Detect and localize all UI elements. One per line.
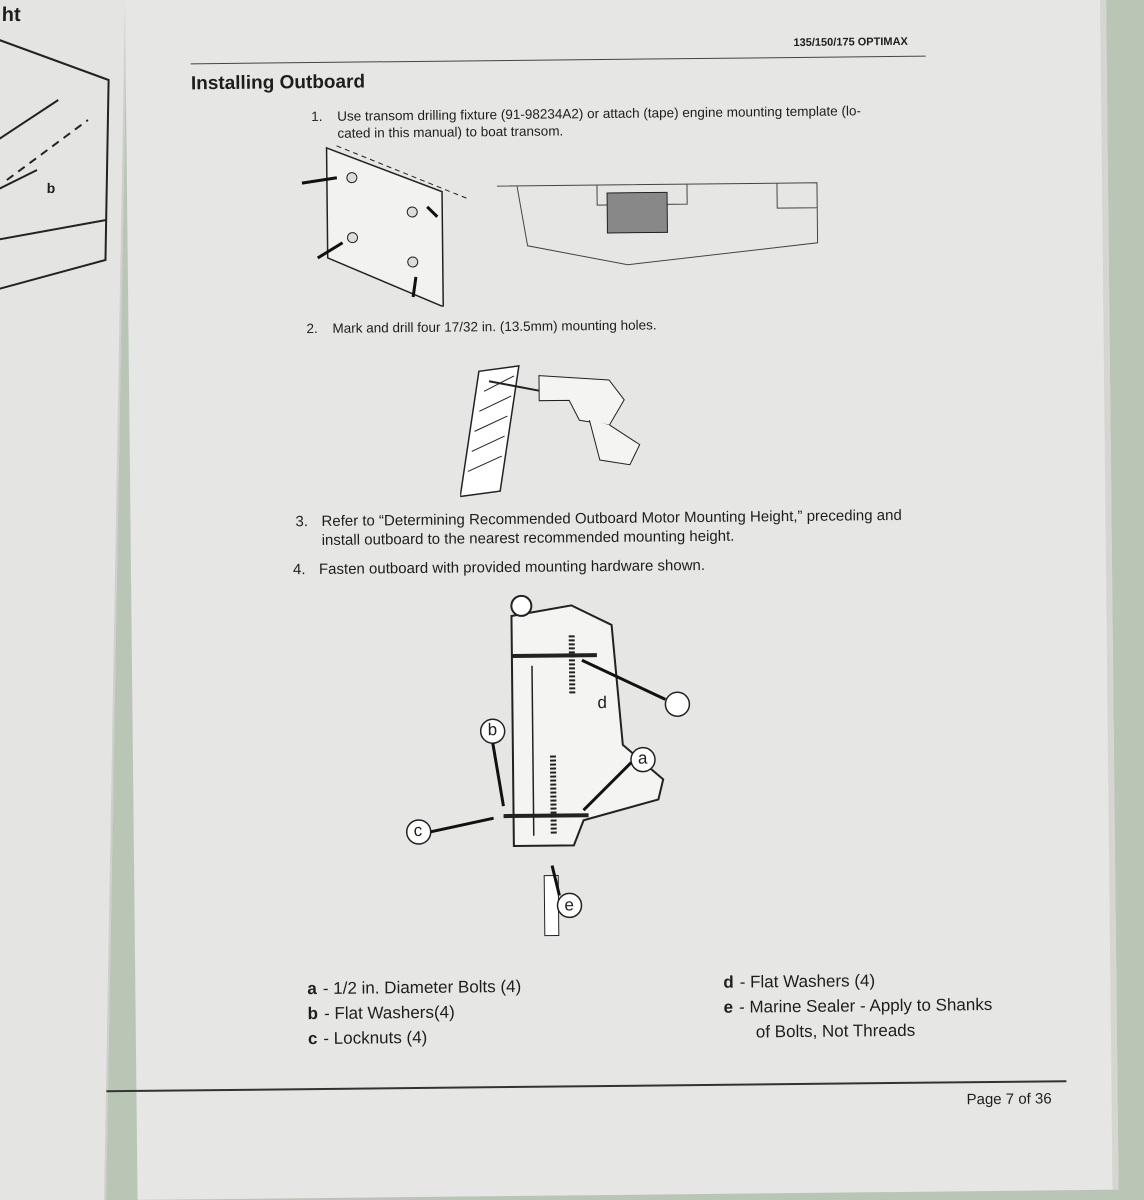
top-rule xyxy=(190,55,926,65)
model-header: 135/150/175 OPTIMAX xyxy=(793,35,908,50)
mounting-hardware-diagram xyxy=(405,594,691,937)
callout-d: d xyxy=(597,692,607,713)
page-number: Page 7 of 36 xyxy=(966,1090,1052,1109)
callout-a: a xyxy=(637,748,648,768)
callout-c: c xyxy=(413,820,423,841)
page-title: Installing Outboard xyxy=(190,71,366,95)
legend-item-b: b- Flat Washers(4) xyxy=(307,1002,455,1024)
adjacent-left-page: ht b xyxy=(0,0,127,1200)
legend-item-c: c- Locknuts (4) xyxy=(307,1027,428,1049)
step-3: 3.Refer to “Determining Recommended Outb… xyxy=(295,506,902,549)
step-2: 2.Mark and drill four 17/32 in. (13.5mm)… xyxy=(306,317,657,337)
step-4: 4.Fasten outboard with provided mounting… xyxy=(292,556,706,579)
manual-page: 135/150/175 OPTIMAX Installing Outboard … xyxy=(106,0,1119,1200)
legend-right: d- Flat Washers (4) e- Marine Sealer - A… xyxy=(723,967,992,1045)
callout-e: e xyxy=(564,895,575,915)
left-page-diagram xyxy=(0,39,110,291)
legend-left: a- 1/2 in. Diameter Bolts (4) b- Flat Wa… xyxy=(307,974,522,1051)
legend-item-a: a- 1/2 in. Diameter Bolts (4) xyxy=(307,976,522,999)
callout-b: b xyxy=(487,720,498,740)
transom-template-diagram xyxy=(301,145,819,308)
left-page-label: b xyxy=(46,180,56,196)
drilling-diagram xyxy=(459,365,641,498)
bottom-rule xyxy=(106,1080,1067,1093)
legend-item-d: d- Flat Washers (4) xyxy=(723,971,876,992)
